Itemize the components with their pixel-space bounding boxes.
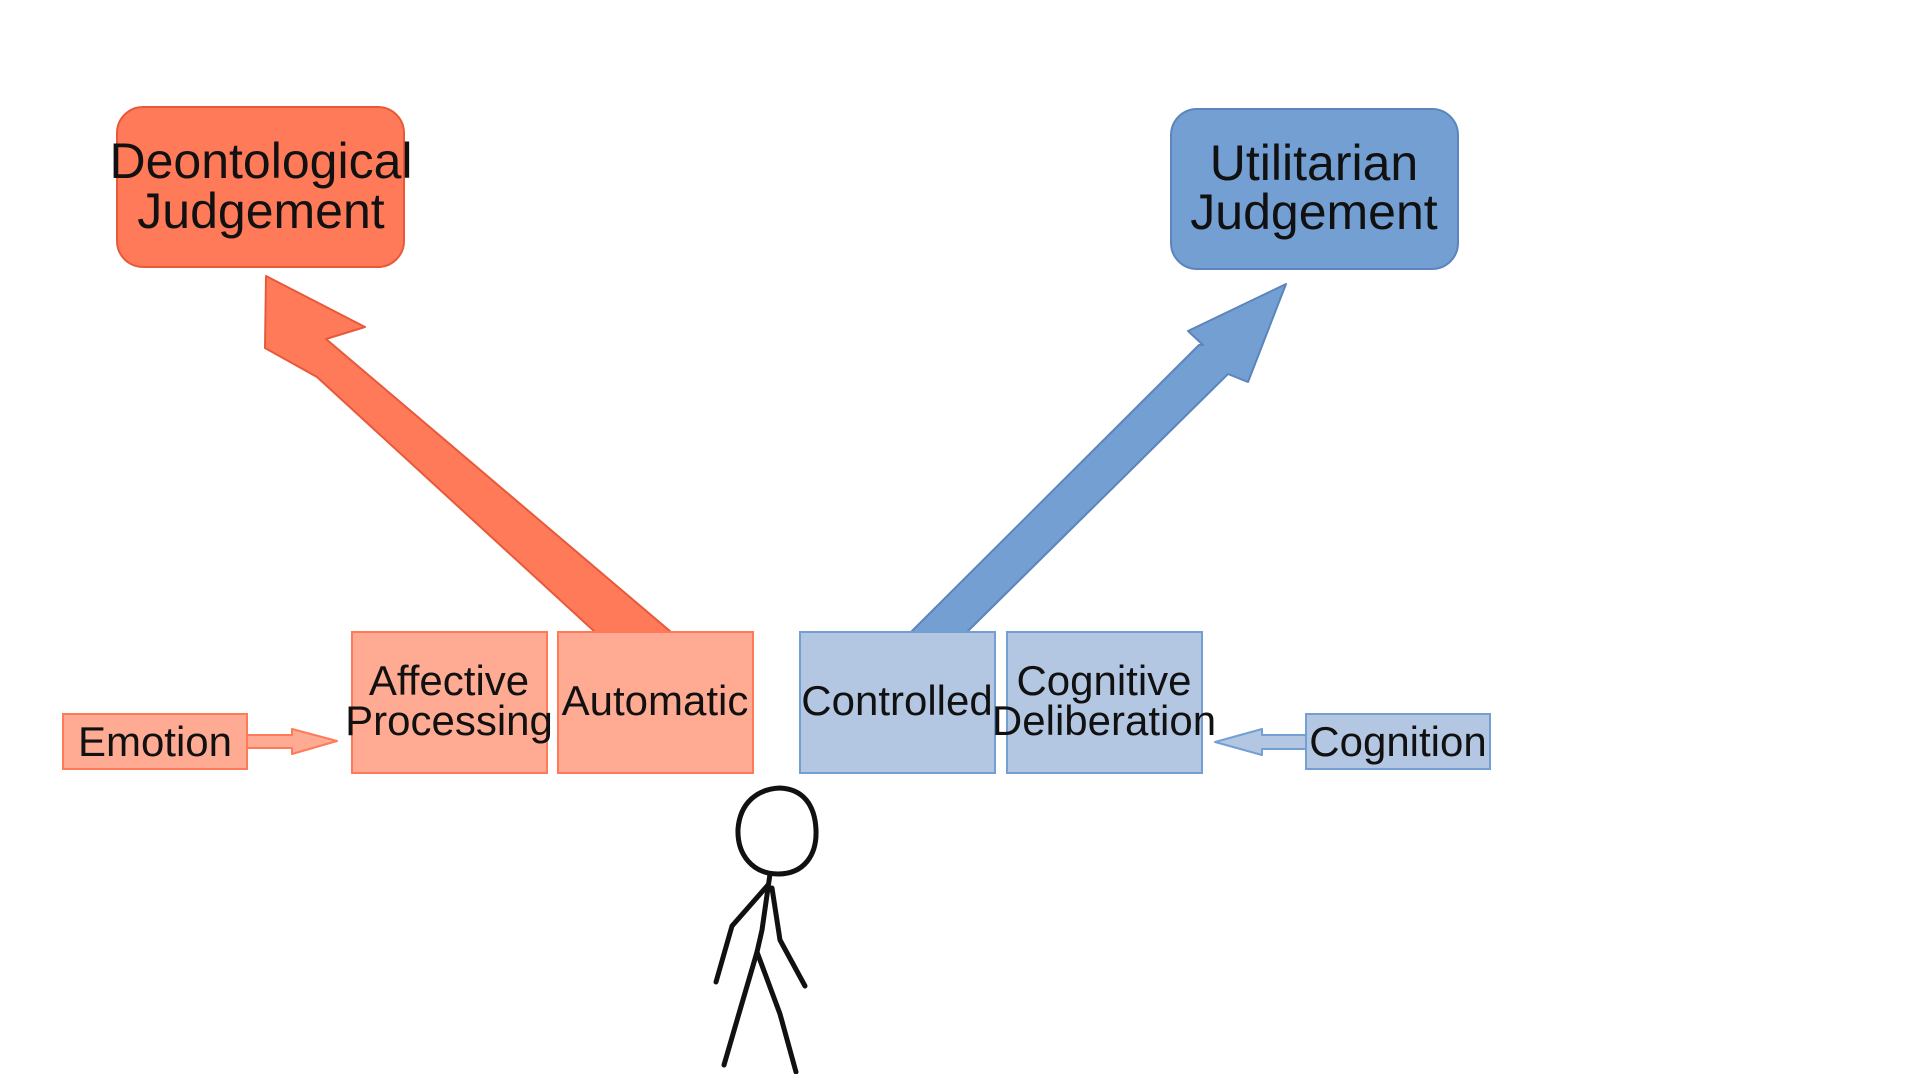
affective-label-line2: Processing — [345, 697, 553, 744]
emotion-arrow — [246, 728, 338, 755]
emotion-input-box: Emotion — [62, 713, 248, 770]
controlled-box: Controlled — [799, 631, 996, 774]
stick-figure-left-leg — [721, 949, 760, 1068]
controlled-to-utilitarian-arrow — [910, 283, 1287, 633]
affective-processing-box: Affective Processing — [345, 631, 553, 774]
emotion-label: Emotion — [78, 718, 232, 765]
cognition-label: Cognition — [1309, 718, 1486, 765]
utilitarian-judgement-box: Utilitarian Judgement — [1170, 108, 1459, 270]
deontological-judgement-box: Deontological Judgement — [110, 106, 413, 268]
cognition-input-box: Cognition — [1305, 713, 1491, 770]
stick-figure-right-leg — [754, 949, 799, 1074]
stick-figure-left-arm — [713, 882, 771, 985]
affective-label-line1: Affective — [369, 657, 529, 704]
utilitarian-label-line1: Utilitarian — [1210, 135, 1418, 191]
controlled-label: Controlled — [801, 677, 992, 724]
automatic-box: Automatic — [557, 631, 754, 774]
automatic-label: Automatic — [562, 677, 749, 724]
stick-figure-body — [754, 871, 773, 955]
automatic-to-deontological-arrow — [264, 275, 672, 633]
cognitive-label-line1: Cognitive — [1016, 657, 1191, 704]
deontological-label-line2: Judgement — [137, 183, 384, 239]
stick-figure-person — [713, 785, 819, 1074]
cognitive-deliberation-box: Cognitive Deliberation — [992, 631, 1216, 774]
cognitive-label-line2: Deliberation — [992, 697, 1216, 744]
stick-figure-right-arm — [769, 885, 808, 989]
cognition-arrow — [1214, 728, 1307, 756]
stick-figure-head — [735, 785, 819, 877]
utilitarian-label-line2: Judgement — [1190, 184, 1437, 240]
deontological-label-line1: Deontological — [110, 133, 413, 189]
